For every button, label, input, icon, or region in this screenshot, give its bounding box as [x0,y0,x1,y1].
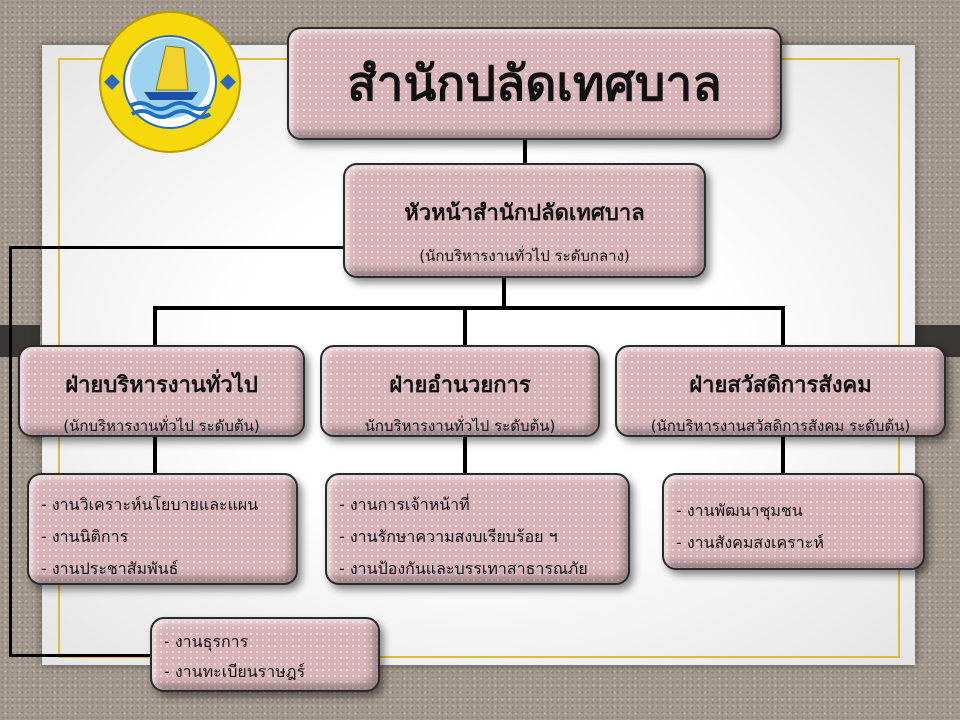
task-list-box: - งานพัฒนาชุมชน - งานสังคมสงเคราะห์ [662,473,925,570]
connector [781,437,785,474]
department-title: ฝ่ายอำนวยการ [389,373,531,398]
direct-task-box: - งานธุรการ - งานทะเบียนราษฎร์ [150,617,380,692]
task-item: - งานพัฒนาชุมชน [676,501,803,520]
connector [502,278,506,308]
connector [153,437,157,474]
connector [9,246,12,656]
connector [523,140,527,164]
department-box: ฝ่ายอำนวยการ นักบริหารงานทั่วไป ระดับต้น… [320,345,600,437]
connector [153,306,785,310]
task-item: - งานสังคมสงเคราะห์ [676,533,824,552]
department-subtitle: นักบริหารงานทั่วไป ระดับต้น) [364,417,556,435]
task-list-box: - งานวิเคราะห์นโยบายและแผน - งานนิติการ … [27,473,298,585]
connector [463,437,467,474]
department-subtitle: (นักบริหารงานทั่วไป ระดับต้น) [63,417,260,435]
department-box: ฝ่ายสวัสดิการสังคม (นักบริหารงานสวัสดิกา… [615,345,946,437]
department-subtitle: (นักบริหารงานสวัสดิการสังคม ระดับต้น) [650,417,911,435]
task-item: - งานการเจ้าหน้าที่ [339,495,470,514]
municipality-logo [99,11,241,153]
task-item: - งานธุรการ [164,632,249,651]
task-item: - งานทะเบียนราษฎร์ [164,662,306,681]
head-title: หัวหน้าสำนักปลัดเทศบาล [404,201,645,226]
task-item: - งานวิเคราะห์นโยบายและแผน [41,495,259,514]
connector [781,306,785,346]
head-box: หัวหน้าสำนักปลัดเทศบาล (นักบริหารงานทั่ว… [343,163,706,278]
task-item: - งานนิติการ [41,527,129,546]
task-item: - งานป้องกันและบรรเทาสาธารณภัย [339,559,588,578]
connector [9,246,345,249]
connector [9,654,151,657]
head-subtitle: (นักบริหารงานทั่วไป ระดับกลาง) [419,247,630,265]
connector [153,306,157,346]
department-title: ฝ่ายบริหารงานทั่วไป [65,373,258,398]
page-title: สำนักปลัดเทศบาล [347,55,722,112]
task-item: - งานรักษาความสงบเรียบร้อย ฯ [339,527,558,546]
department-title: ฝ่ายสวัสดิการสังคม [689,373,872,398]
page-title-box: สำนักปลัดเทศบาล [287,27,782,140]
task-list-box: - งานการเจ้าหน้าที่ - งานรักษาความสงบเรี… [325,473,630,585]
department-box: ฝ่ายบริหารงานทั่วไป (นักบริหารงานทั่วไป … [18,345,305,437]
task-item: - งานประชาสัมพันธ์ [41,559,179,578]
connector [463,306,467,346]
